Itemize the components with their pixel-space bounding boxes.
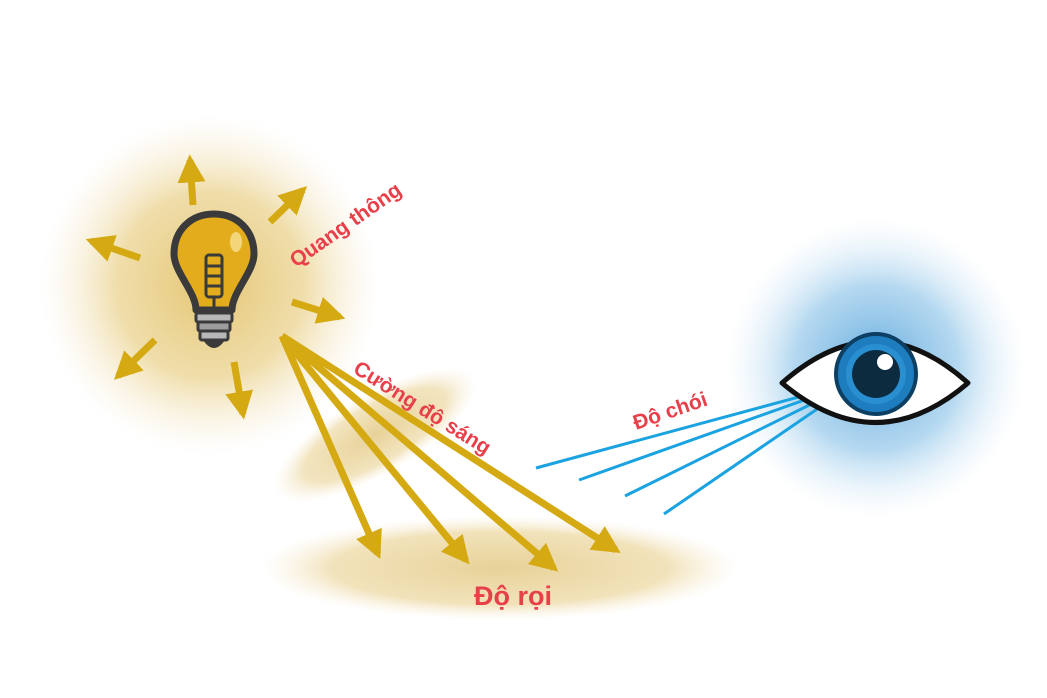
flux-arrow [177, 154, 206, 206]
bulb-base [194, 311, 234, 348]
luminous-flux-arrows [85, 154, 346, 420]
intensity-ray [279, 333, 470, 565]
bulb-highlight [230, 232, 242, 252]
eye-highlight [877, 354, 893, 370]
intensity-ray [279, 333, 559, 572]
flux-arrow [225, 361, 253, 420]
luminance-label: Độ chói [630, 388, 710, 435]
flux-arrow [113, 337, 158, 380]
intensity-ray [280, 333, 621, 554]
illuminated-surface [273, 367, 477, 503]
light-bulb-icon [170, 210, 258, 348]
eye-icon [779, 332, 971, 425]
flux-arrow [85, 235, 142, 262]
flux-arrow [267, 186, 308, 225]
intensity-ray [278, 334, 382, 560]
luminous-intensity-rays [278, 333, 621, 572]
illuminance-label: Độ rọi [474, 581, 552, 611]
bulb-filament [204, 253, 224, 312]
flux-arrow [290, 296, 346, 324]
eye-pupil [852, 350, 900, 398]
